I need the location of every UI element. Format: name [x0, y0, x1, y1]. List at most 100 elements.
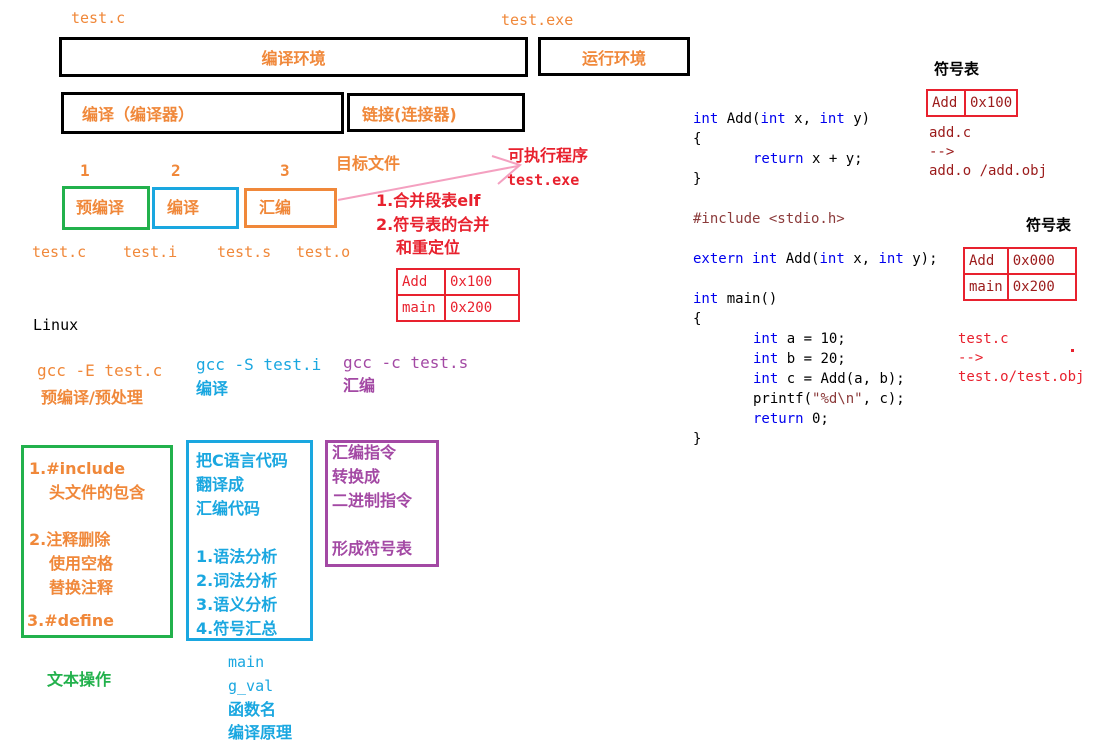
add-note-arrow: --> — [929, 144, 955, 160]
link-linker-label: 链接(连接器) — [362, 104, 457, 124]
gcc-E-description: 预编译/预处理 — [41, 388, 143, 407]
test-symbol-table: Add 0x000 main 0x200 — [963, 247, 1077, 301]
merged-symbol-table: Add 0x100 main 0x200 — [396, 268, 520, 322]
test-note-object: test.o/test.obj — [958, 369, 1085, 385]
comp-detail-syntax: 1.语法分析 — [196, 547, 278, 566]
symbol-name: main — [963, 273, 1009, 301]
symbol-function-name: 函数名 — [228, 700, 277, 719]
symbol-address: 0x200 — [1006, 273, 1077, 301]
assemble-detail-box — [325, 440, 439, 567]
code-add-return: return x + y; — [753, 151, 863, 167]
compile-compiler-label: 编译（编译器） — [82, 105, 195, 124]
file-test-c-label: test.c — [71, 9, 126, 27]
table-row: Add 0x000 — [963, 247, 1077, 275]
table-row: Add 0x100 — [396, 268, 520, 296]
compile-stage-label: 编译 — [167, 198, 200, 217]
code-add-signature: int Add(int x, int y) — [693, 111, 871, 127]
assemble-stage-box — [244, 188, 337, 228]
link-arrow-head — [491, 155, 523, 185]
code-include: #include <stdio.h> — [693, 211, 845, 227]
stage-number-1: 1 — [80, 161, 90, 180]
table-row: Add 0x100 — [926, 89, 1019, 117]
comp-detail-lexical: 2.词法分析 — [196, 571, 278, 590]
code-int-c: int c = Add(a, b); — [753, 371, 905, 387]
link-note-merge-sections: 1.合并段表elf — [376, 191, 481, 210]
gcc-S-description: 编译 — [196, 379, 229, 398]
add-note-source: add.c — [929, 125, 972, 141]
asm-detail-symbol-table: 形成符号表 — [332, 539, 413, 558]
symbol-address: 0x100 — [444, 268, 520, 296]
file-test-c: test.c — [32, 243, 87, 261]
file-test-s: test.s — [217, 243, 272, 261]
symbol-name: Add — [926, 89, 966, 117]
file-test-exe-label: test.exe — [501, 11, 574, 29]
link-linker-box: 链接(连接器) — [347, 93, 525, 132]
executable-file-label: test.exe — [507, 171, 580, 189]
symbol-name: Add — [396, 268, 446, 296]
red-dot — [1071, 349, 1074, 352]
test-note-source: test.c — [958, 331, 1009, 347]
symbol-g-val: g_val — [228, 677, 274, 695]
test-symbol-table-title: 符号表 — [1026, 216, 1072, 234]
symbol-name: Add — [963, 247, 1009, 275]
symbol-address: 0x100 — [963, 89, 1019, 117]
code-main-open-brace: { — [693, 311, 702, 327]
gcc-c-description: 汇编 — [343, 376, 376, 395]
precompile-detail-box — [21, 445, 173, 638]
code-int-b: int b = 20; — [753, 351, 846, 367]
symbol-name: main — [396, 294, 446, 322]
code-add-open-brace: { — [693, 131, 702, 147]
file-test-o: test.o — [296, 243, 351, 261]
add-symbol-table-title: 符号表 — [934, 60, 980, 78]
compile-compiler-box: 编译（编译器） — [61, 92, 344, 134]
text-operation-caption: 文本操作 — [47, 670, 112, 689]
pre-detail-include: 1.#include — [29, 459, 126, 478]
test-note-arrow: --> — [958, 350, 984, 366]
assemble-stage-label: 汇编 — [259, 198, 292, 217]
symbol-address: 0x000 — [1006, 247, 1077, 275]
precompile-stage-box — [62, 186, 150, 230]
link-note-merge-symbols: 2.符号表的合并 — [376, 215, 490, 234]
pre-detail-header-inclusion: 头文件的包含 — [49, 483, 146, 502]
compile-detail-box — [186, 440, 313, 641]
executable-program-label: 可执行程序 — [508, 146, 589, 165]
pre-detail-define: 3.#define — [27, 611, 115, 630]
add-note-object: add.o /add.obj — [929, 163, 1048, 179]
symbol-address: 0x200 — [444, 294, 520, 322]
asm-detail-binary: 二进制指令 — [332, 491, 413, 510]
comp-detail-c-code: 把C语言代码 — [196, 451, 288, 470]
link-note-relocation: 和重定位 — [396, 238, 461, 257]
run-environment-box: 运行环境 — [538, 37, 690, 76]
run-environment-label: 运行环境 — [581, 48, 646, 68]
pre-detail-comment-removal: 2.注释删除 — [29, 530, 111, 549]
compile-environment-box: 编译环境 — [59, 37, 528, 77]
precompile-stage-label: 预编译 — [76, 198, 125, 217]
gcc-E-command: gcc -E test.c — [37, 361, 163, 380]
link-arrow-line — [337, 165, 519, 201]
code-main-signature: int main() — [693, 291, 778, 307]
stage-number-3: 3 — [280, 161, 290, 180]
gcc-c-command: gcc -c test.s — [343, 353, 469, 372]
code-printf: printf("%d\n", c); — [753, 391, 905, 407]
table-row: main 0x200 — [963, 273, 1077, 301]
compile-stage-box — [152, 187, 239, 229]
file-test-i: test.i — [123, 243, 178, 261]
asm-detail-convert: 转换成 — [332, 467, 381, 486]
linux-heading: Linux — [33, 316, 79, 334]
code-main-close-brace: } — [693, 431, 702, 447]
link-arrow — [337, 155, 523, 201]
stage-number-2: 2 — [171, 161, 181, 180]
gcc-S-command: gcc -S test.i — [196, 355, 322, 374]
comp-detail-translate: 翻译成 — [196, 475, 245, 494]
pre-detail-replace-comment: 替换注释 — [49, 578, 114, 597]
add-symbol-table: Add 0x100 — [926, 89, 1019, 117]
code-add-close-brace: } — [693, 171, 702, 187]
compiler-principles: 编译原理 — [228, 723, 293, 742]
pre-detail-use-space: 使用空格 — [49, 554, 114, 573]
comp-detail-asm-code: 汇编代码 — [196, 499, 261, 518]
comp-detail-symbol-summary: 4.符号汇总 — [196, 619, 278, 638]
table-row: main 0x200 — [396, 294, 520, 322]
asm-detail-instructions: 汇编指令 — [332, 443, 397, 462]
code-int-a: int a = 10; — [753, 331, 846, 347]
compile-environment-label: 编译环境 — [261, 49, 326, 68]
